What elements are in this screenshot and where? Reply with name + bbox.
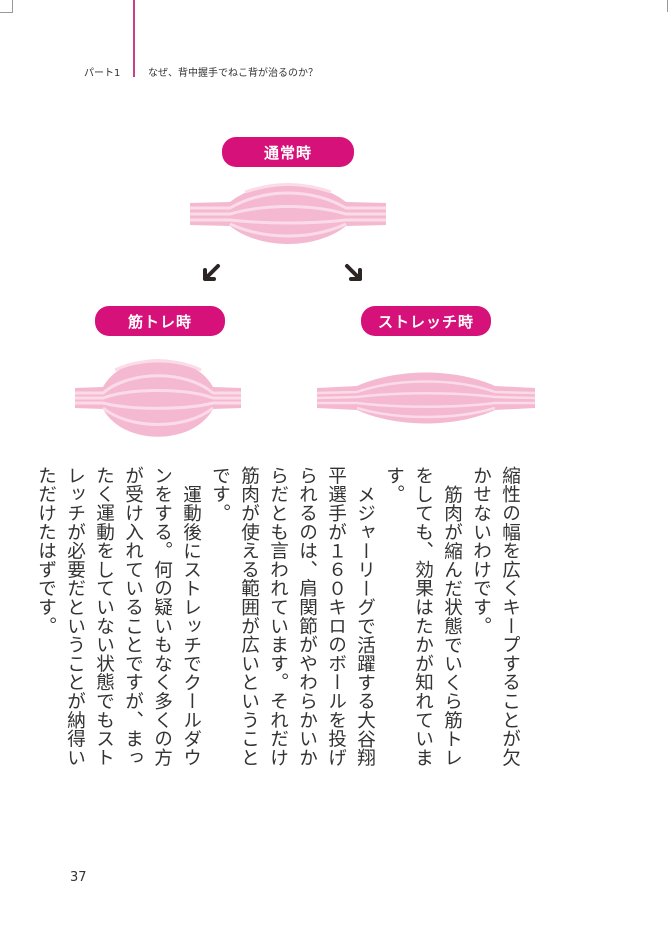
muscle-stretch-illustration — [317, 372, 535, 424]
paragraph: 運動後にストレッチでクールダウンをする。何の疑いもなく多くの方が受け入れているこ… — [35, 466, 201, 767]
label-normal: 通常時 — [222, 137, 354, 167]
page-number: 37 — [70, 870, 87, 885]
running-header-title: なぜ、背中握手でねこ背が治るのか？ — [148, 68, 318, 79]
muscle-normal-illustration — [190, 183, 386, 244]
body-text: 縮性の幅を広くキープすることが欠かせないわけです。 筋肉が縮んだ状態でいくら筋ト… — [31, 466, 524, 776]
arrow-down-left-icon — [203, 264, 220, 281]
header-rule — [133, 0, 135, 77]
paragraph: メジャーリーグで活躍する大谷翔平選手が１６０キロのボールを投げられるのは、肩関節… — [209, 466, 375, 767]
running-header-part: パート1 — [84, 68, 121, 79]
label-training: 筋トレ時 — [95, 306, 225, 336]
crop-mark-top-left — [0, 0, 13, 13]
paragraph: 筋肉が縮んだ状態でいくら筋トレをしても、効果はたかが知れています。 — [383, 466, 462, 767]
paragraph: 縮性の幅を広くキープすることが欠かせないわけです。 — [470, 466, 520, 767]
arrow-down-right-icon — [345, 264, 362, 281]
label-stretch: ストレッチ時 — [361, 306, 491, 336]
muscle-training-illustration — [75, 359, 241, 437]
crop-mark-top-right — [667, 0, 670, 12]
